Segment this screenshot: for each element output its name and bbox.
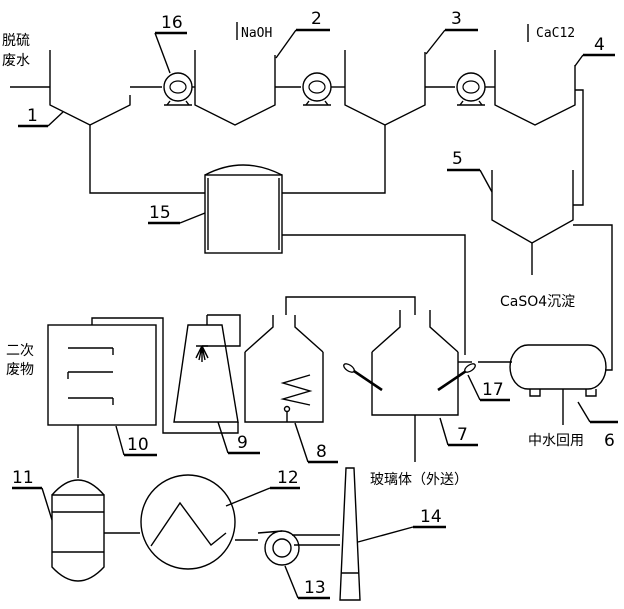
tank-2 (194, 22, 276, 126)
number-16: 16 (161, 13, 183, 33)
number-7: 7 (457, 425, 468, 445)
number-12: 12 (277, 468, 299, 488)
tank-6 (509, 344, 607, 425)
number-6: 6 (604, 431, 615, 451)
number-11: 11 (12, 468, 34, 488)
tank-5 (491, 170, 613, 371)
pump-16 (163, 72, 193, 106)
tower-9 (91, 314, 241, 434)
number-13: 13 (304, 578, 326, 598)
heat-exchanger-12 (140, 474, 258, 570)
number-1: 1 (27, 106, 38, 126)
label-secondary-waste-1: 二次 (6, 343, 34, 359)
number-15: 15 (149, 203, 171, 223)
torch-right-17 (437, 363, 476, 392)
number-10: 10 (127, 435, 149, 455)
vessel-11 (51, 479, 140, 582)
label-desulf-water-2: 废水 (2, 53, 30, 69)
stack-14 (339, 467, 361, 601)
tank-15 (204, 164, 466, 355)
number-14: 14 (420, 507, 442, 527)
label-caso4: CaSO4沉淀 (500, 294, 575, 310)
pump-b (302, 72, 332, 106)
tank-3 (282, 50, 426, 194)
label-secondary-waste-2: 废物 (6, 362, 34, 378)
number-3: 3 (451, 9, 462, 29)
leader-lines (12, 28, 618, 600)
number-9: 9 (237, 433, 248, 453)
cabinet-10 (47, 324, 157, 478)
label-desulf-water-1: 脱硫 (2, 33, 30, 49)
torch-left (343, 363, 383, 392)
label-reclaimed-water: 中水回用 (528, 433, 584, 449)
tank-8 (244, 296, 416, 423)
label-glass: 玻璃体（外送） (370, 471, 468, 488)
number-4: 4 (594, 35, 605, 55)
label-cacl2: CaC12 (536, 26, 575, 41)
label-naoh: NaOH (241, 26, 272, 41)
fan-13 (257, 530, 340, 566)
pump-c (456, 72, 486, 106)
number-17: 17 (482, 380, 504, 400)
number-2: 2 (311, 9, 322, 29)
number-5: 5 (452, 149, 463, 169)
tank-1 (49, 50, 205, 194)
tank-4 (494, 24, 584, 206)
number-8: 8 (316, 442, 327, 462)
